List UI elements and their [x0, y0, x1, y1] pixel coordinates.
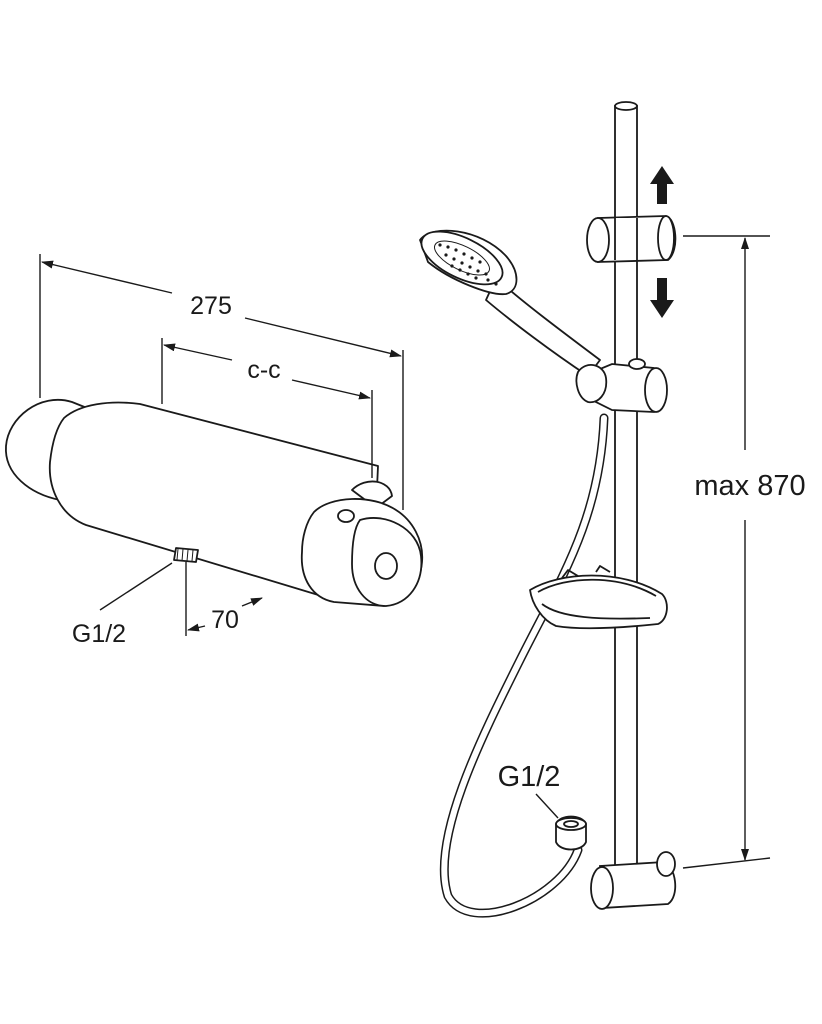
hand-shower — [419, 229, 601, 377]
arrow-up-icon — [650, 166, 674, 204]
dim-rail-travel: max 870 — [694, 470, 805, 502]
dim-overall-width: 275 — [190, 292, 232, 320]
mixer-body — [48, 401, 379, 601]
dim-mixer-inlet: G1/2 — [72, 620, 126, 648]
hose-connector-nut — [555, 815, 587, 851]
shower-head-nozzles — [438, 243, 498, 286]
dim-hose-inlet: G1/2 — [498, 761, 561, 793]
mixer-top-screw — [337, 509, 355, 523]
shower-hose — [439, 413, 609, 918]
mixer-wall-stub — [351, 480, 393, 509]
rail-top-end — [614, 101, 638, 111]
mixer-thread-lines — [176, 548, 194, 562]
slider-knob — [628, 358, 646, 370]
slider-move-arrows — [650, 166, 674, 318]
soap-dish — [529, 565, 668, 630]
shower-head-face — [420, 230, 504, 286]
dim-center-to-center: c-c — [247, 356, 280, 384]
rail-lower-bracket — [590, 851, 677, 910]
arrow-down-icon — [650, 278, 674, 318]
dim-projection: 70 — [211, 606, 239, 634]
rail-dimension-lines — [535, 235, 771, 869]
thermostatic-mixer — [5, 399, 424, 607]
mixer-dimension-lines — [39, 254, 404, 636]
mixer-outlet-hole — [374, 552, 398, 580]
rail-slider — [575, 358, 668, 413]
rail-upper-bracket — [586, 215, 677, 263]
